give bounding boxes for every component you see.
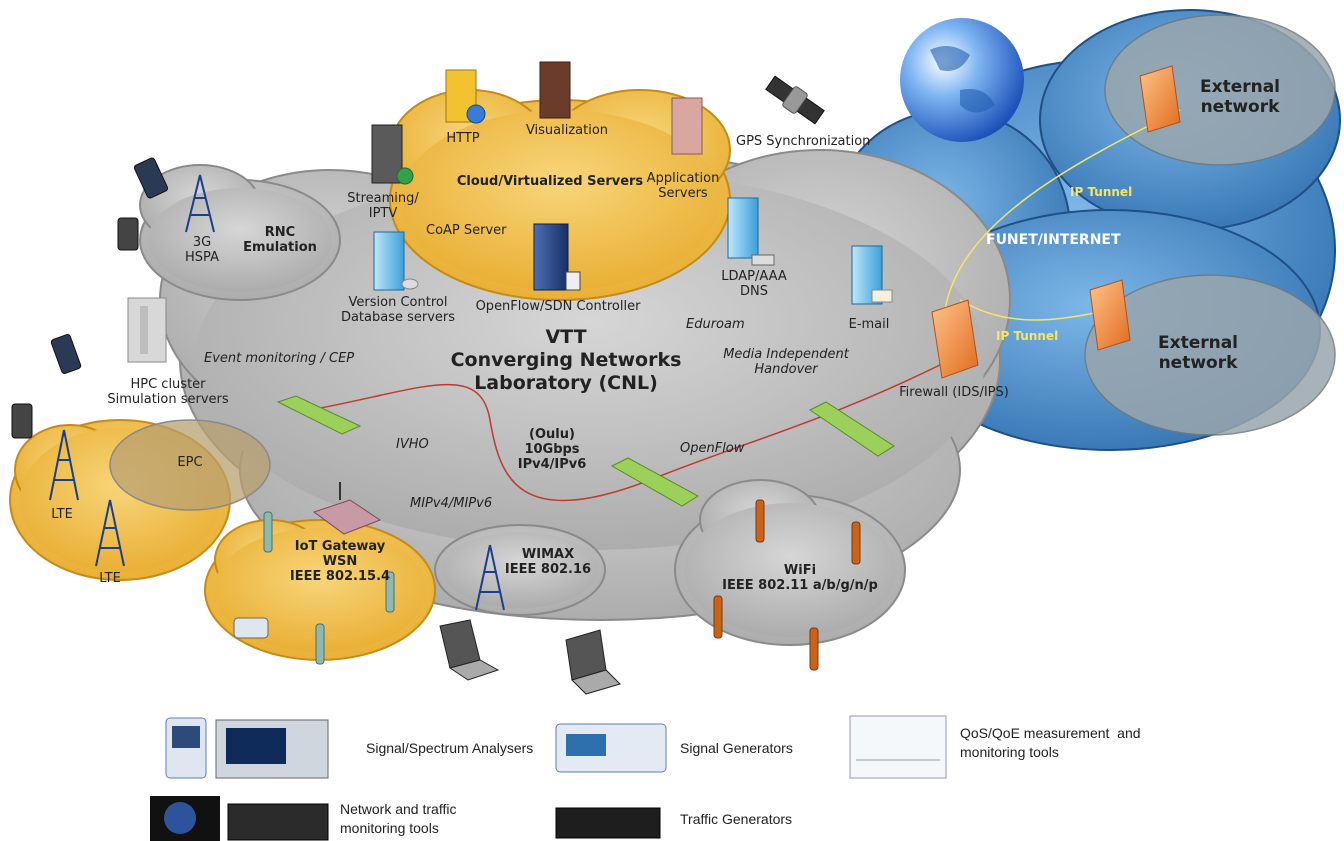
- label-sdn-controller: OpenFlow/SDN Controller: [475, 299, 641, 314]
- label-ip-tunnel-top: IP Tunnel: [1070, 185, 1133, 199]
- label-external-network-top: External network: [1199, 77, 1281, 117]
- qos-tool-icon: [849, 715, 947, 779]
- sdn-controller-icon: [533, 223, 581, 291]
- label-visualization: Visualization: [525, 123, 609, 138]
- label-streaming: Streaming/ IPTV: [347, 191, 419, 221]
- http-server-icon: [445, 69, 486, 124]
- tower-lte-2-icon: [95, 499, 125, 567]
- legend-qos: QoS/QoE measurement and monitoring tools: [960, 725, 1141, 760]
- label-cloud-servers: Cloud/Virtualized Servers: [456, 174, 644, 189]
- label-wifi: WiFi IEEE 802.11 a/b/g/n/p: [722, 563, 878, 593]
- ldap-server-icon: [727, 197, 775, 266]
- signal-generator-icon: [555, 723, 667, 773]
- sensor-node-icon: [233, 617, 269, 639]
- label-mipv: MIPv4/MIPv6: [410, 496, 493, 511]
- label-3g-hspa: 3G HSPA: [185, 235, 219, 265]
- wifi-antenna-icons: [713, 499, 861, 671]
- version-control-server-icon: [373, 231, 419, 291]
- label-ip-tunnel-bottom: IP Tunnel: [996, 329, 1059, 343]
- streaming-server-icon: [371, 124, 414, 185]
- label-email: E-mail: [848, 317, 890, 332]
- label-version-control: Version Control Database servers: [340, 295, 456, 325]
- legend-network-monitoring: Network and traffic monitoring tools: [340, 801, 457, 836]
- iot-gateway-icon: [312, 482, 382, 535]
- switch-left-icon: [276, 395, 362, 435]
- label-media-handover: Media Independent Handover: [723, 347, 849, 377]
- globe-icon: [900, 18, 1024, 142]
- label-coap: CoAP Server: [426, 223, 507, 238]
- switch-middle-icon: [610, 457, 699, 507]
- external-firewall-bottom-icon: [1089, 279, 1131, 351]
- label-lte-2: LTE: [99, 571, 121, 586]
- server-cloud: [389, 89, 731, 301]
- label-ldap: LDAP/AAA DNS: [721, 269, 787, 299]
- tower-3g-icon: [185, 174, 215, 233]
- legend-spectrum: Signal/Spectrum Analysers: [366, 740, 534, 756]
- label-external-network-bottom: External network: [1157, 333, 1239, 373]
- label-epc: EPC: [177, 455, 203, 470]
- label-gps: GPS Synchronization: [736, 134, 871, 149]
- hpc-cluster-icon: [127, 297, 167, 363]
- epc-ellipse: [109, 419, 271, 511]
- legend-signal-generators: Signal Generators: [680, 740, 793, 756]
- phone-icons: [11, 157, 169, 439]
- label-eduroam: Eduroam: [686, 317, 745, 332]
- visualization-server-icon: [539, 61, 571, 119]
- legend-traffic-generators: Traffic Generators: [680, 811, 793, 827]
- traffic-generator-icon: [555, 807, 661, 839]
- wsn-antenna-icons: [263, 511, 395, 665]
- label-iot: IoT Gateway WSN IEEE 802.15.4: [289, 539, 391, 584]
- label-openflow: OpenFlow: [680, 441, 745, 456]
- label-lte-1: LTE: [51, 507, 73, 522]
- wifi-cloud: [674, 479, 906, 646]
- label-rnc: RNC Emulation: [243, 225, 317, 255]
- label-event-monitoring: Event monitoring / CEP: [204, 351, 355, 366]
- application-server-icon: [671, 97, 703, 155]
- laptop-icons: [439, 619, 621, 695]
- label-hpc: HPC cluster Simulation servers: [107, 377, 229, 407]
- switch-right-icon: [809, 401, 895, 457]
- firewall-icon: [931, 299, 979, 379]
- label-ivho: IVHO: [396, 437, 429, 452]
- label-application-servers: Application Servers: [646, 171, 720, 201]
- label-http: HTTP: [446, 131, 480, 146]
- tower-lte-1-icon: [49, 429, 79, 501]
- spectrum-analyser-icons: [165, 717, 329, 779]
- label-firewall: Firewall (IDS/IPS): [899, 385, 1009, 400]
- label-oulu: (Oulu) 10Gbps IPv4/IPv6: [517, 427, 587, 472]
- tunnel-link-1: [944, 109, 1181, 311]
- tower-wimax-icon: [475, 544, 505, 611]
- backbone-link: [309, 359, 951, 502]
- email-server-icon: [851, 245, 893, 305]
- diagram-title: VTT Converging Networks Laboratory (CNL): [450, 326, 682, 394]
- external-firewall-top-icon: [1139, 65, 1181, 133]
- label-funet: FUNET/INTERNET: [986, 232, 1121, 248]
- network-monitor-icons: [150, 796, 329, 841]
- satellite-icon: [765, 75, 825, 125]
- label-wimax: WIMAX IEEE 802.16: [504, 547, 592, 577]
